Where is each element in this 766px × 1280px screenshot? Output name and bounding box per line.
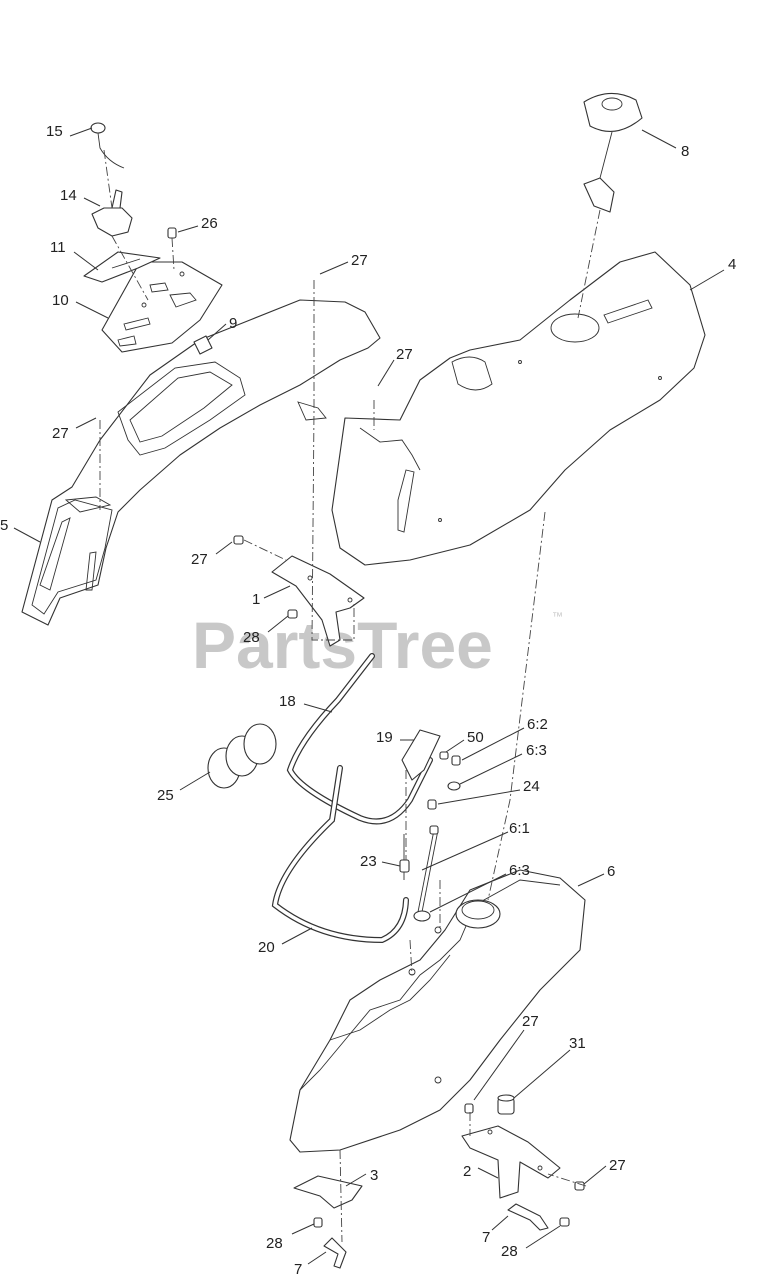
part-23-fitting[interactable] <box>399 834 410 880</box>
part-7-clip-right[interactable] <box>507 1203 549 1231</box>
part-27-screw-right[interactable] <box>574 1181 585 1191</box>
callout-23: 23 <box>360 853 377 870</box>
part-24-fitting[interactable] <box>427 799 437 810</box>
callout-10: 10 <box>52 292 69 309</box>
part-9-clip[interactable] <box>193 335 213 355</box>
part-20-hose[interactable] <box>271 765 409 944</box>
assembly-lines <box>99 149 601 1243</box>
part-11-bracket[interactable] <box>83 251 161 283</box>
callout-25: 25 <box>157 787 174 804</box>
part-10-plate[interactable] <box>101 261 223 353</box>
part-19-bracket[interactable] <box>401 729 441 781</box>
part-25-clamps[interactable] <box>207 723 277 789</box>
callout-50: 50 <box>467 729 484 746</box>
callout-28-bracket: 28 <box>243 629 260 646</box>
callout-18: 18 <box>279 693 296 710</box>
part-15-knob[interactable] <box>90 122 125 169</box>
callout-2: 2 <box>463 1163 471 1180</box>
callout-15: 15 <box>46 123 63 140</box>
part-6-1-fuel-line[interactable] <box>417 825 439 913</box>
part-27-screw-bracket[interactable] <box>233 535 244 545</box>
callout-14: 14 <box>60 187 77 204</box>
part-8-fuel-cap[interactable] <box>583 92 643 213</box>
callout-5: 5 <box>0 517 8 534</box>
part-5-left-panel[interactable] <box>21 299 381 626</box>
callout-6-2: 6:2 <box>527 716 548 733</box>
part-6-3-washer-upper[interactable] <box>447 781 461 791</box>
callout-8: 8 <box>681 143 689 160</box>
part-27-screw-lower[interactable] <box>464 1103 474 1114</box>
callout-11: 11 <box>50 239 66 256</box>
callout-7-right: 7 <box>482 1229 490 1246</box>
callout-7-left: 7 <box>294 1261 302 1278</box>
part-28-screw-bracket[interactable] <box>287 609 298 619</box>
callout-28-right: 28 <box>501 1243 518 1260</box>
part-28-screw-lower-left[interactable] <box>313 1217 323 1228</box>
callout-27-housing: 27 <box>396 346 413 363</box>
part-6-3-washer-lower[interactable] <box>413 910 431 922</box>
watermark-trademark: ™ <box>552 611 563 623</box>
part-7-clip-left[interactable] <box>323 1237 347 1269</box>
part-26-screw[interactable] <box>167 227 177 239</box>
callout-4: 4 <box>728 256 736 273</box>
callout-31: 31 <box>569 1035 586 1052</box>
callout-19: 19 <box>376 729 393 746</box>
callout-6-3-upper: 6:3 <box>526 742 547 759</box>
callout-27-right: 27 <box>609 1157 626 1174</box>
callout-27-tank: 27 <box>522 1013 539 1030</box>
callout-28-left: 28 <box>266 1235 283 1252</box>
callout-6: 6 <box>607 863 615 880</box>
callout-27-top: 27 <box>351 252 368 269</box>
part-28-screw-right[interactable] <box>559 1217 570 1227</box>
callout-6-1: 6:1 <box>509 820 530 837</box>
part-6-fuel-tank[interactable] <box>289 869 586 1153</box>
callout-27-bracket: 27 <box>191 551 208 568</box>
callout-1: 1 <box>252 591 260 608</box>
part-14-gauge[interactable] <box>91 189 133 237</box>
callout-6-3-lower: 6:3 <box>509 862 530 879</box>
part-1-bracket[interactable] <box>271 555 365 647</box>
callouts: 15 14 26 11 10 9 27 27 27 5 8 4 27 1 28 … <box>0 123 736 1278</box>
part-50-fitting[interactable] <box>439 751 449 760</box>
part-31-bumper[interactable] <box>497 1094 515 1115</box>
part-3-bracket[interactable] <box>293 1175 363 1209</box>
watermark: PartsTree <box>192 608 493 682</box>
callout-20: 20 <box>258 939 275 956</box>
callout-24: 24 <box>523 778 540 795</box>
callout-27-left: 27 <box>52 425 69 442</box>
part-4-main-housing[interactable] <box>331 251 706 566</box>
callout-26: 26 <box>201 215 218 232</box>
callout-9: 9 <box>229 315 237 332</box>
part-18-hose[interactable] <box>286 653 433 825</box>
part-2-bracket[interactable] <box>461 1125 561 1199</box>
callout-3: 3 <box>370 1167 378 1184</box>
part-6-2-fitting[interactable] <box>451 755 461 766</box>
